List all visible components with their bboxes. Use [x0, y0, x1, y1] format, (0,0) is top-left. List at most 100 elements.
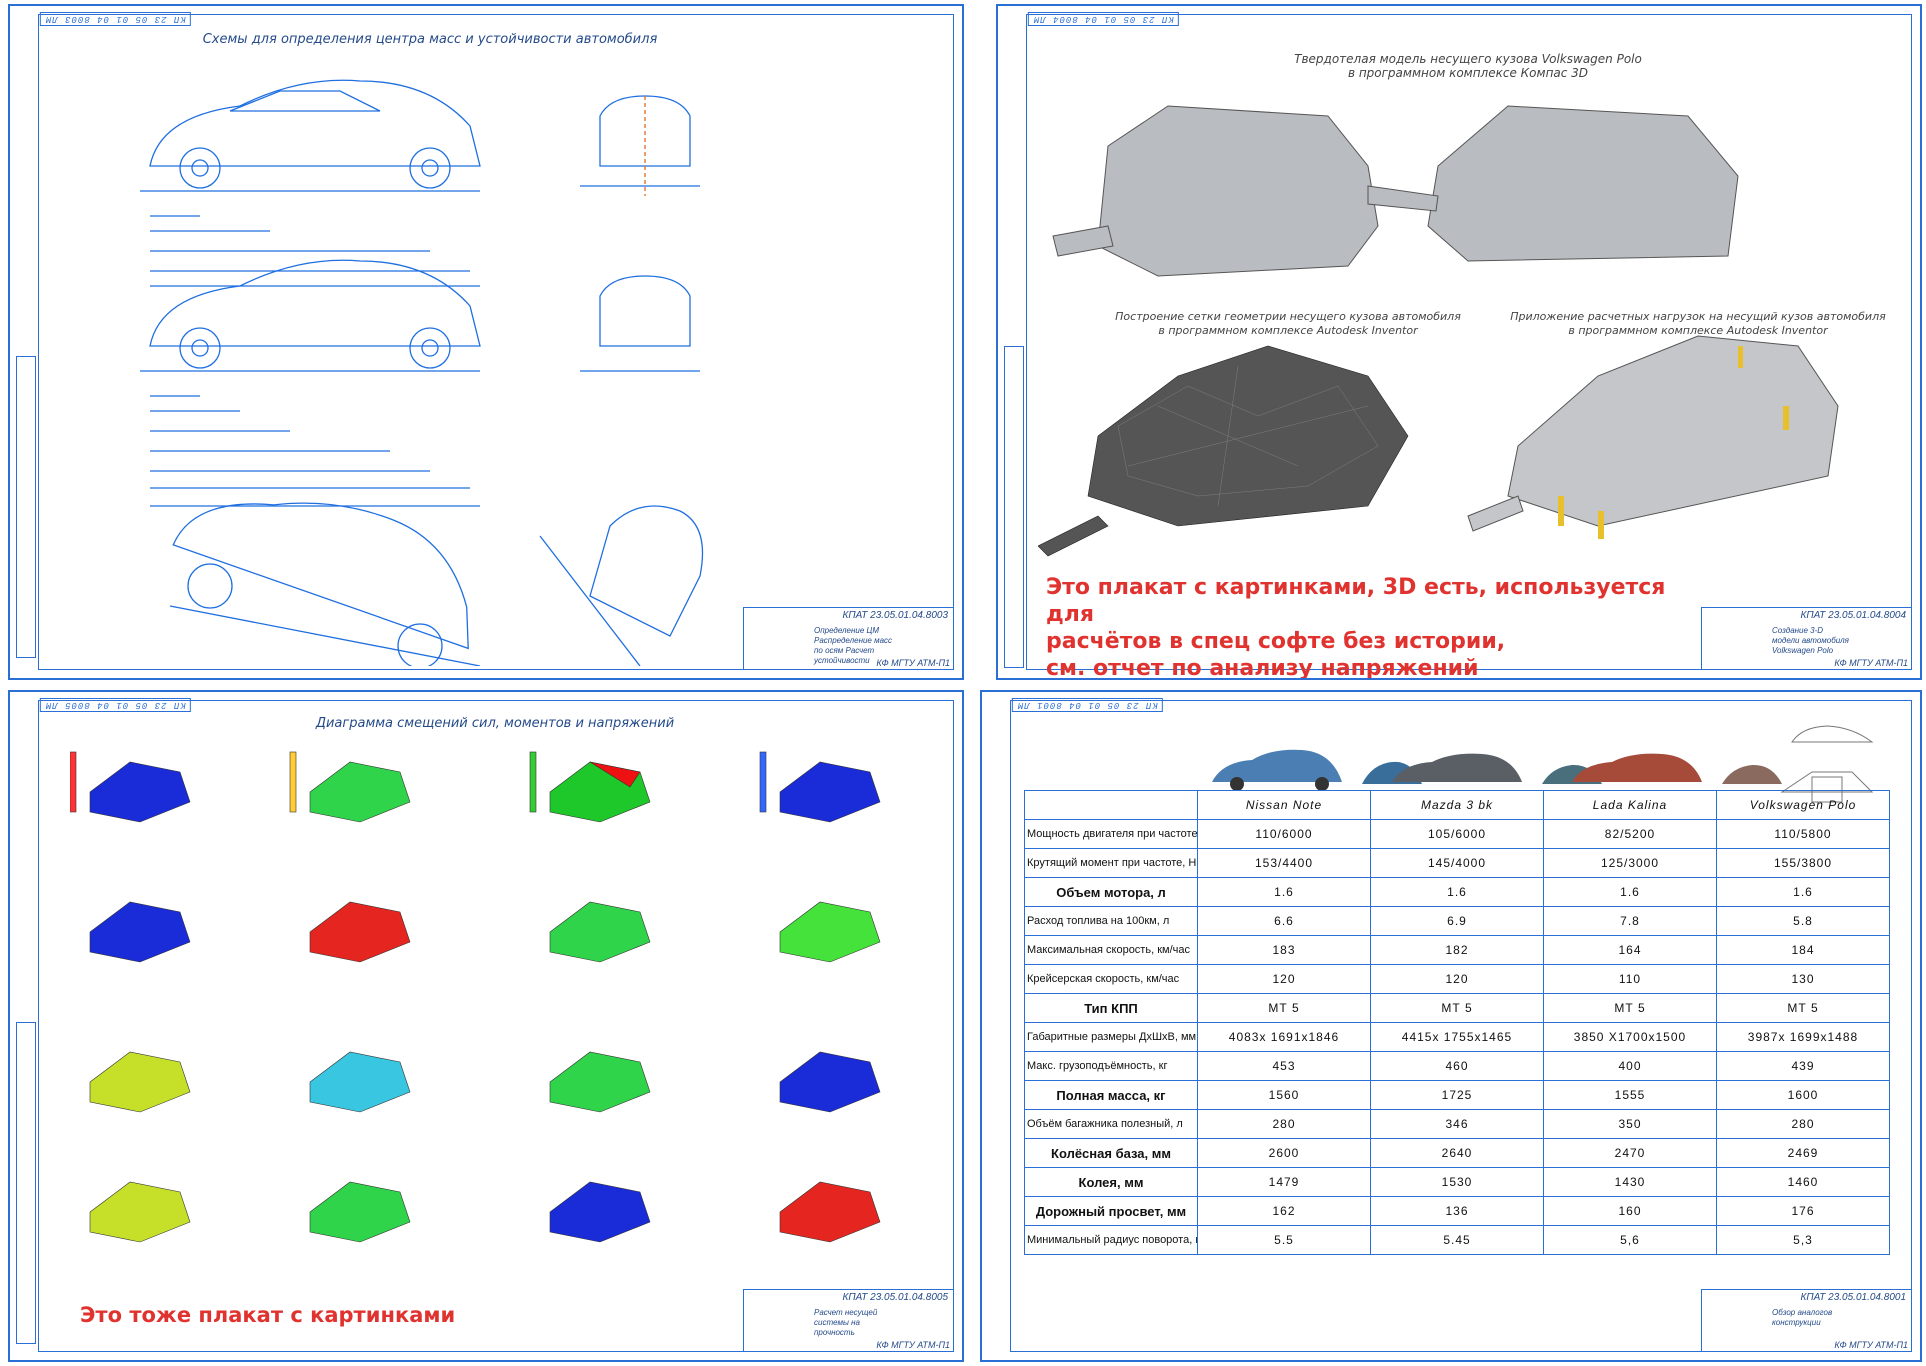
- drawing-name: Определение ЦМ Распределение масс по ося…: [814, 626, 893, 665]
- row-value: 125/3000: [1543, 848, 1717, 878]
- organization: КФ МГТУ АТМ-П1: [1834, 1340, 1908, 1350]
- row-label: Расход топлива на 100км, л: [1024, 906, 1198, 936]
- row-value: 1.6: [1370, 877, 1544, 907]
- row-label: Объем мотора, л: [1024, 877, 1198, 907]
- row-value: 182: [1370, 935, 1544, 965]
- comment-line2: расчётов в спец софте без истории,: [1046, 629, 1506, 654]
- row-value: 1460: [1716, 1167, 1890, 1197]
- side-strip: [16, 1022, 36, 1344]
- organization: КФ МГТУ АТМ-П1: [876, 658, 950, 668]
- caption-mesh: Построение сетки геометрии несущего кузо…: [1098, 310, 1478, 338]
- header-car: Nissan Note: [1197, 790, 1371, 820]
- row-label: Габаритные размеры ДхШхВ, мм: [1024, 1022, 1198, 1052]
- row-value: 2470: [1543, 1138, 1717, 1168]
- row-label: Дорожный просвет, мм: [1024, 1196, 1198, 1226]
- row-value: 2600: [1197, 1138, 1371, 1168]
- caption-loads-line1: Приложение расчетных нагрузок на несущий…: [1510, 310, 1886, 323]
- row-value: 162: [1197, 1196, 1371, 1226]
- row-value: 1.6: [1716, 877, 1890, 907]
- row-value: 160: [1543, 1196, 1717, 1226]
- sheet-frame: [38, 700, 954, 1352]
- row-value: 460: [1370, 1051, 1544, 1081]
- row-value: 1725: [1370, 1080, 1544, 1110]
- drawing-name: Расчет несущей системы на прочность: [814, 1308, 878, 1337]
- row-label: Минимальный радиус поворота, м: [1024, 1225, 1198, 1255]
- car-3d-model: [1038, 105, 1839, 557]
- row-value: 155/3800: [1716, 848, 1890, 878]
- sheet-frame: [38, 14, 954, 670]
- row-value: 4083х 1691х1846: [1197, 1022, 1371, 1052]
- row-value: МТ 5: [1197, 993, 1371, 1023]
- header-car: Mazda 3 bk: [1370, 790, 1544, 820]
- row-value: 176: [1716, 1196, 1890, 1226]
- row-label: Объём багажника полезный, л: [1024, 1109, 1198, 1139]
- row-label: Максимальная скорость, км/час: [1024, 935, 1198, 965]
- caption-mesh-line1: Построение сетки геометрии несущего кузо…: [1115, 310, 1461, 323]
- row-value: 4415х 1755х1465: [1370, 1022, 1544, 1052]
- analogs-table: Nissan Note Mazda 3 bk Lada Kalina Volks…: [1024, 790, 1890, 1255]
- row-value: 1430: [1543, 1167, 1717, 1197]
- organization: КФ МГТУ АТМ-П1: [1834, 658, 1908, 668]
- row-value: МТ 5: [1543, 993, 1717, 1023]
- drawing-code: КПАТ 23.05.01.04.8004: [1800, 610, 1906, 621]
- row-value: 1530: [1370, 1167, 1544, 1197]
- fem-result-icon: [70, 751, 881, 1243]
- table-header-row: Nissan Note Mazda 3 bk Lada Kalina Volks…: [1024, 790, 1890, 820]
- row-value: 5.45: [1370, 1225, 1544, 1255]
- row-value: 3850 Х1700х1500: [1543, 1022, 1717, 1052]
- sheet-title: Схемы для определения центра масс и усто…: [202, 32, 658, 47]
- sheet-stress-diagram: КП 23 05 01 04 8005 ЛМ Диаграмма смещени…: [8, 690, 964, 1362]
- header-car: Volkswagen Polo: [1716, 790, 1890, 820]
- row-value: 110/6000: [1197, 819, 1371, 849]
- row-label: Тип КПП: [1024, 993, 1198, 1023]
- model-title-line2: в программном комплексе Компас 3D: [1347, 66, 1589, 80]
- comment-line3: см. отчет по анализу напряжений: [1046, 656, 1479, 680]
- row-label: Крейсерская скорость, км/час: [1024, 964, 1198, 994]
- row-value: 153/4400: [1197, 848, 1371, 878]
- comment-note: Это тоже плакат с картинками: [80, 1303, 456, 1327]
- header-car: Lada Kalina: [1543, 790, 1717, 820]
- row-value: 120: [1197, 964, 1371, 994]
- drawing-code: КПАТ 23.05.01.04.8005: [842, 1292, 948, 1303]
- row-value: 1555: [1543, 1080, 1717, 1110]
- sheet-stamp: КП 23 05 01 04 8004 ЛМ: [1028, 12, 1179, 26]
- row-value: 136: [1370, 1196, 1544, 1226]
- row-value: 1560: [1197, 1080, 1371, 1110]
- row-label: Колея, мм: [1024, 1167, 1198, 1197]
- sheet-title: Диаграмма смещений сил, моментов и напря…: [315, 716, 675, 731]
- row-label: Макс. грузоподъёмность, кг: [1024, 1051, 1198, 1081]
- organization: КФ МГТУ АТМ-П1: [876, 1340, 950, 1350]
- row-value: МТ 5: [1716, 993, 1890, 1023]
- row-value: 5.5: [1197, 1225, 1371, 1255]
- sheet-center-of-mass: КП 23 05 01 04 8003 ЛМ Схемы для определ…: [8, 4, 964, 680]
- row-value: 346: [1370, 1109, 1544, 1139]
- row-value: 1600: [1716, 1080, 1890, 1110]
- row-value: 110/5800: [1716, 819, 1890, 849]
- title-block: КПАТ 23.05.01.04.8004 Создание 3-D модел…: [1701, 607, 1912, 670]
- row-value: 453: [1197, 1051, 1371, 1081]
- drawing-name: Создание 3-D модели автомобиля Volkswage…: [1772, 626, 1849, 655]
- sheet-3d-model: КП 23 05 01 04 8004 ЛМ Твердотелая модел…: [996, 4, 1922, 680]
- row-value: 6.6: [1197, 906, 1371, 936]
- row-label: Крутящий момент при частоте, Нм/об/мин: [1024, 848, 1198, 878]
- side-strip: [16, 356, 36, 658]
- row-value: 6.9: [1370, 906, 1544, 936]
- row-value: 110: [1543, 964, 1717, 994]
- title-block: КПАТ 23.05.01.04.8001 Обзор аналогов кон…: [1701, 1289, 1912, 1352]
- drawing-name: Обзор аналогов конструкции: [1772, 1308, 1833, 1327]
- row-value: 120: [1370, 964, 1544, 994]
- row-value: 400: [1543, 1051, 1717, 1081]
- side-strip: [1004, 346, 1024, 668]
